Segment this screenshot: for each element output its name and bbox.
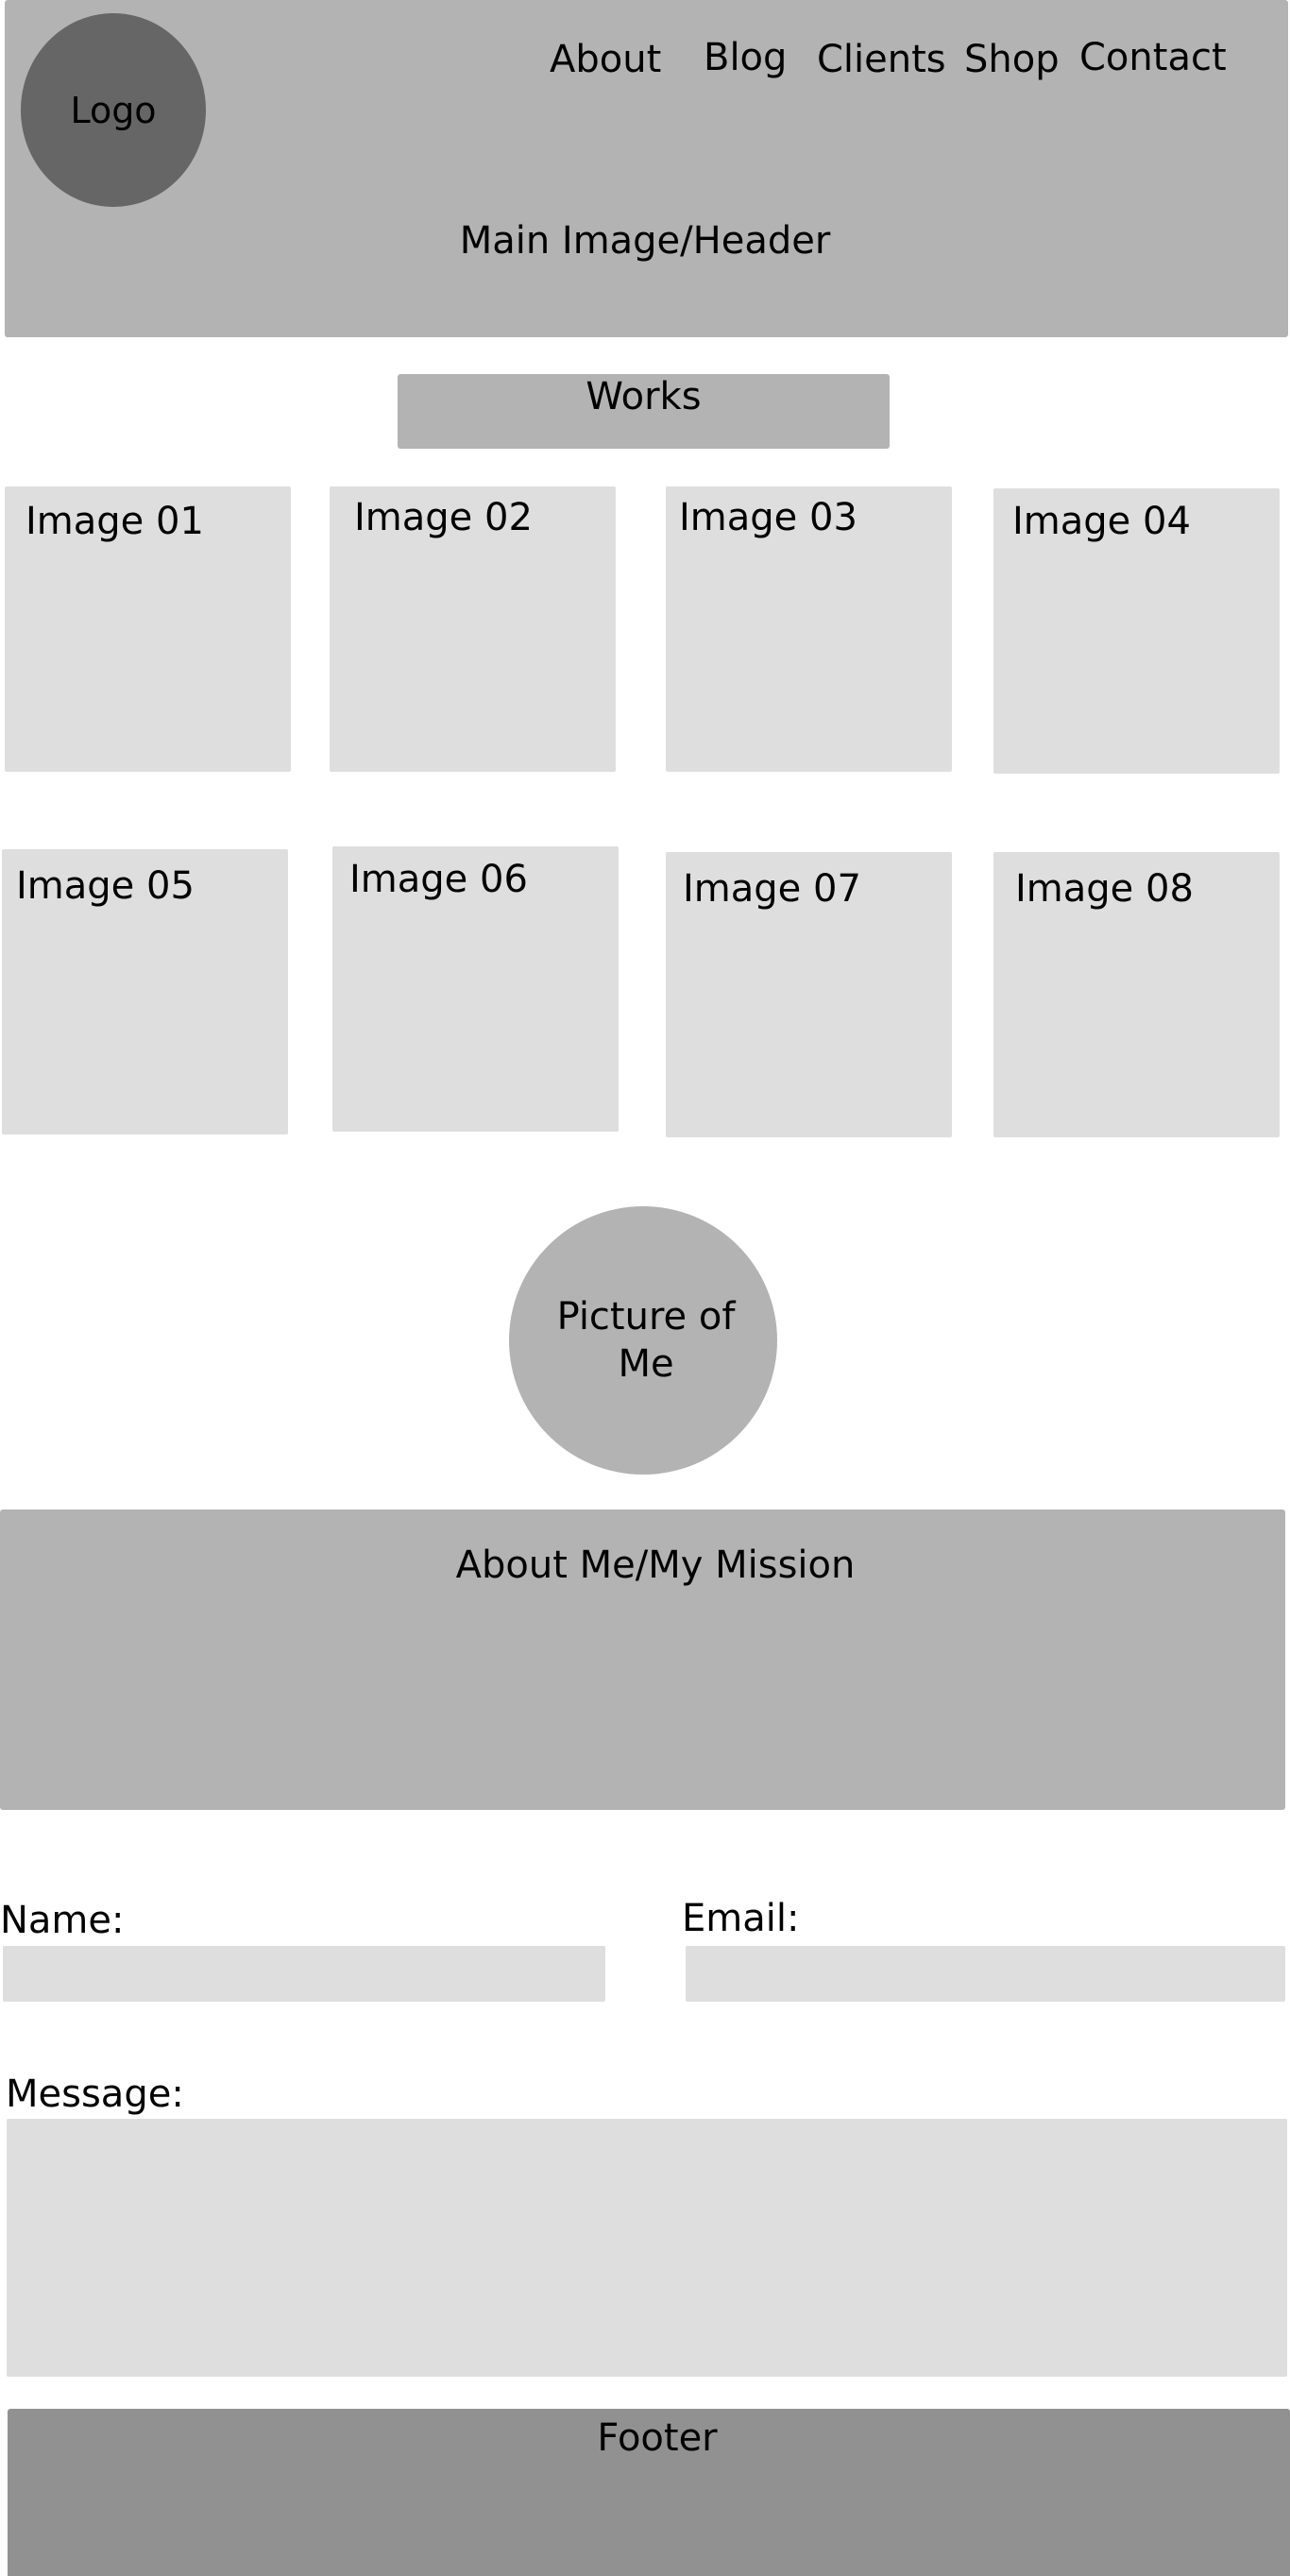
works-button[interactable]: Works — [398, 374, 890, 449]
nav-shop[interactable]: Shop — [964, 38, 1060, 81]
gallery-tile-label: Image 08 — [1015, 867, 1194, 911]
profile-picture: Picture of Me — [509, 1206, 777, 1475]
main-header — [5, 0, 1288, 337]
nav-clients[interactable]: Clients — [817, 38, 946, 81]
logo[interactable]: Logo — [21, 13, 206, 207]
name-label: Name: — [0, 1899, 125, 1942]
gallery-tile-04[interactable]: Image 04 — [993, 488, 1280, 774]
gallery-tile-03[interactable]: Image 03 — [666, 486, 952, 772]
gallery-tile-05[interactable]: Image 05 — [2, 849, 288, 1134]
name-input[interactable] — [3, 1946, 605, 2002]
footer: Footer — [8, 2409, 1290, 2576]
email-label: Email: — [682, 1897, 800, 1940]
gallery-tile-08[interactable]: Image 08 — [993, 852, 1280, 1137]
profile-picture-label: Picture of Me — [556, 1295, 736, 1386]
gallery-tile-label: Image 06 — [349, 858, 528, 901]
gallery-tile-label: Image 05 — [16, 864, 195, 908]
gallery-tile-01[interactable]: Image 01 — [5, 486, 291, 772]
nav-contact[interactable]: Contact — [1079, 36, 1227, 79]
nav-about[interactable]: About — [550, 38, 662, 81]
about-section: About Me/My Mission — [0, 1510, 1285, 1810]
logo-label: Logo — [70, 89, 157, 131]
header-title: Main Image/Header — [459, 219, 831, 263]
message-textarea[interactable] — [7, 2119, 1287, 2377]
gallery-tile-label: Image 04 — [1012, 500, 1191, 543]
nav-blog[interactable]: Blog — [704, 36, 788, 79]
gallery-tile-label: Image 01 — [25, 500, 204, 543]
gallery-tile-label: Image 07 — [683, 867, 861, 911]
about-title: About Me/My Mission — [455, 1544, 856, 1587]
gallery-tile-label: Image 03 — [679, 496, 857, 539]
footer-title: Footer — [597, 2416, 718, 2460]
email-input[interactable] — [686, 1946, 1285, 2002]
gallery-tile-02[interactable]: Image 02 — [330, 486, 616, 772]
gallery-tile-07[interactable]: Image 07 — [666, 852, 952, 1137]
gallery-tile-06[interactable]: Image 06 — [332, 846, 619, 1132]
gallery-tile-label: Image 02 — [354, 496, 533, 539]
message-label: Message: — [6, 2073, 184, 2116]
